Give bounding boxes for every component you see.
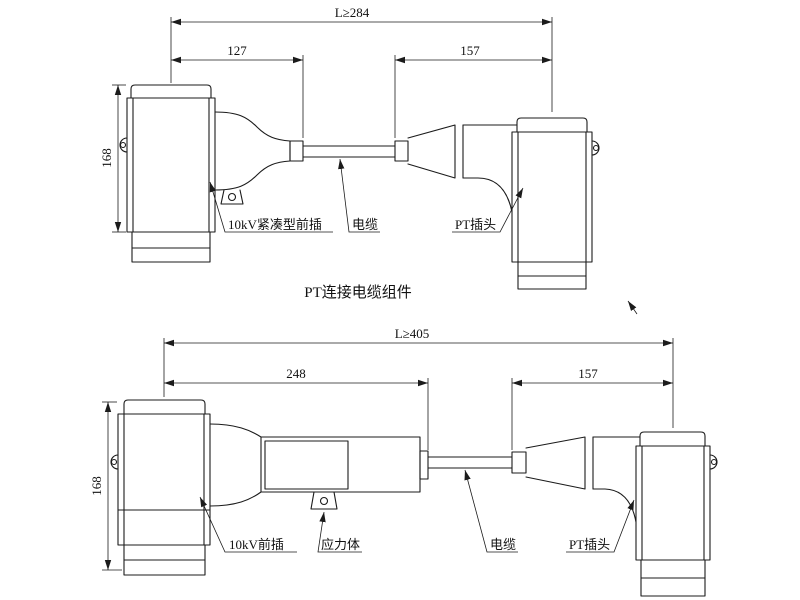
elbow-cap xyxy=(516,117,588,133)
dim-right-bottom: 157 xyxy=(578,366,598,381)
cone-outline xyxy=(209,423,421,507)
cone-tab-hole xyxy=(319,496,329,506)
leader-pt-plug-top: PT插头 xyxy=(452,187,524,233)
body-shading-lines xyxy=(641,445,705,561)
elbow-body-outline xyxy=(511,131,593,263)
label-cable-top: 电缆 xyxy=(352,217,378,232)
dim-left-top: 127 xyxy=(227,43,247,58)
leader-line xyxy=(452,187,524,233)
elbow-base xyxy=(517,275,587,290)
body-shading-lines xyxy=(132,97,210,233)
cable-bottom xyxy=(427,456,513,469)
plug-tip xyxy=(511,451,527,474)
entry-bottom xyxy=(462,177,513,213)
leader-line xyxy=(566,499,635,553)
plug-body-outline xyxy=(126,97,216,233)
leader-cable-bottom: 电缆 xyxy=(464,469,518,553)
body-shading-lines xyxy=(117,413,211,546)
dim-height-top: 168 xyxy=(99,148,114,168)
leader-line xyxy=(199,496,297,553)
label-front-plug-bottom: 10kV前插 xyxy=(229,537,284,552)
label-pt-plug-top: PT插头 xyxy=(455,217,496,232)
leader-line xyxy=(317,511,362,553)
body-shading-lines xyxy=(517,131,587,263)
elbow-body-outline xyxy=(635,445,711,561)
plug-body-cap xyxy=(123,399,206,415)
cone-outline xyxy=(407,124,464,179)
stress-cone-body xyxy=(264,440,349,490)
label-pt-plug-bottom: PT插头 xyxy=(569,537,610,552)
elbow-base xyxy=(640,577,706,597)
leader-line xyxy=(464,469,518,553)
label-front-plug-top: 10kV紧凑型前插 xyxy=(228,217,322,232)
cone-tab-hole xyxy=(227,192,237,202)
pt-plug-top xyxy=(394,117,600,290)
dim-overall-bottom: L≥405 xyxy=(395,326,430,341)
dim-left-bottom: 248 xyxy=(286,366,306,381)
plug-cone-outline xyxy=(214,111,291,191)
diagram-title: PT连接电缆组件 xyxy=(304,284,412,301)
elbow-cap xyxy=(639,431,706,447)
leader-front-plug-bottom: 10kV前插 xyxy=(199,496,297,553)
cable-top xyxy=(302,145,396,158)
dim-right-top: 157 xyxy=(460,43,480,58)
cone-tab xyxy=(310,491,338,510)
stray-arrow-mark xyxy=(627,300,638,315)
cone-outline xyxy=(525,436,594,490)
leader-line xyxy=(209,181,333,233)
entry-bottom xyxy=(592,488,637,523)
plug-base xyxy=(123,559,206,576)
elbow-skirt xyxy=(640,559,706,579)
leader-line xyxy=(338,158,380,233)
plug-skirt xyxy=(131,231,211,249)
side-lug-hole xyxy=(110,458,118,466)
label-cable-bottom: 电缆 xyxy=(490,537,516,552)
leader-pt-plug-bottom: PT插头 xyxy=(566,499,635,553)
side-lug-hole xyxy=(710,458,718,466)
side-lug-hole xyxy=(592,144,600,152)
dimensions-top: L≥284 127 157 168 xyxy=(99,5,553,233)
bottom-diagram: L≥405 248 157 168 xyxy=(89,326,718,597)
plug-body-outline xyxy=(117,413,211,546)
plug-tip xyxy=(289,140,304,162)
label-stress-cone-bottom: 应力体 xyxy=(321,537,360,552)
leader-front-plug-top: 10kV紧凑型前插 xyxy=(209,181,333,233)
compact-front-plug-top xyxy=(119,84,304,263)
dim-overall-top: L≥284 xyxy=(335,5,370,20)
elbow-skirt xyxy=(517,261,587,277)
plug-base xyxy=(131,247,211,263)
plug-tip xyxy=(419,450,429,480)
cone-tab xyxy=(220,189,244,205)
plug-body-cap xyxy=(130,84,212,99)
leader-stress-cone-bottom: 应力体 xyxy=(317,511,362,553)
front-plug-bottom xyxy=(110,399,429,576)
plug-skirt xyxy=(123,544,206,561)
pt-plug-bottom xyxy=(511,431,718,597)
leader-cable-top: 电缆 xyxy=(338,158,380,233)
dimensions-bottom: L≥405 248 157 168 xyxy=(89,326,674,571)
side-lug-hole xyxy=(119,141,127,149)
plug-tip xyxy=(394,140,409,162)
dim-height-bottom: 168 xyxy=(89,476,104,496)
top-diagram: L≥284 127 157 168 xyxy=(99,5,600,301)
